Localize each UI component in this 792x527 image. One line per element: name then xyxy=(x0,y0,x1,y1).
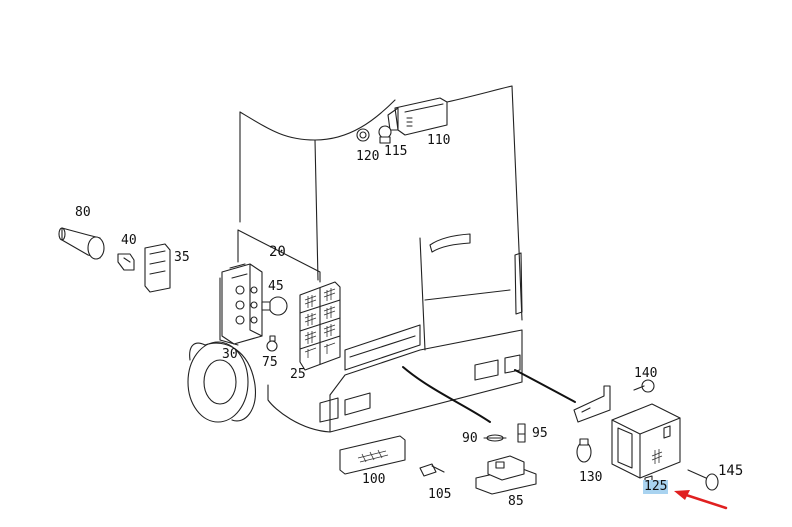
tail-lamp-lens xyxy=(299,281,341,371)
part-label-115: 115 xyxy=(384,144,408,159)
part-label-105: 105 xyxy=(428,487,452,502)
highlight-arrow-icon xyxy=(674,490,728,510)
festoon-bulb xyxy=(483,434,507,442)
part-label-25: 25 xyxy=(290,367,306,382)
screw-105 xyxy=(419,463,445,477)
plate-lamp-lens xyxy=(339,435,406,475)
lamp-bracket xyxy=(573,385,611,423)
tail-bulb xyxy=(261,296,288,316)
bulb-holder-bracket xyxy=(219,229,321,346)
part-label-30: 30 xyxy=(222,347,238,362)
part-label-75: 75 xyxy=(262,355,278,370)
roof-bulbs xyxy=(356,125,392,144)
side-marker-lamp xyxy=(611,403,681,487)
part-label-45: 45 xyxy=(268,279,284,294)
cable-grommet xyxy=(58,227,105,260)
part-label-125-highlighted: 125 xyxy=(643,479,669,494)
part-label-130: 130 xyxy=(579,470,603,485)
leader-lines xyxy=(402,366,576,423)
part-label-35: 35 xyxy=(174,250,190,265)
cab-body xyxy=(239,85,523,433)
part-label-95: 95 xyxy=(532,426,548,441)
wedge-bulb xyxy=(517,423,526,443)
part-label-100: 100 xyxy=(362,472,386,487)
connector-clip xyxy=(117,253,135,271)
plate-lamp-housing xyxy=(475,455,537,495)
part-label-140: 140 xyxy=(634,366,658,381)
part-label-120: 120 xyxy=(356,149,380,164)
part-label-110: 110 xyxy=(427,133,451,148)
side-bulb xyxy=(576,438,592,463)
part-label-90: 90 xyxy=(462,431,478,446)
roof-marker-lamp xyxy=(387,97,448,136)
wheel xyxy=(187,341,256,423)
part-label-40: 40 xyxy=(121,233,137,248)
part-label-85: 85 xyxy=(508,494,524,509)
part-label-20: 20 xyxy=(269,244,286,260)
part-label-145: 145 xyxy=(718,463,744,479)
connector-block xyxy=(144,243,171,293)
part-label-80: 80 xyxy=(75,205,91,220)
screw-145 xyxy=(687,469,719,491)
screw-140 xyxy=(633,379,655,393)
small-bulb xyxy=(266,335,278,352)
